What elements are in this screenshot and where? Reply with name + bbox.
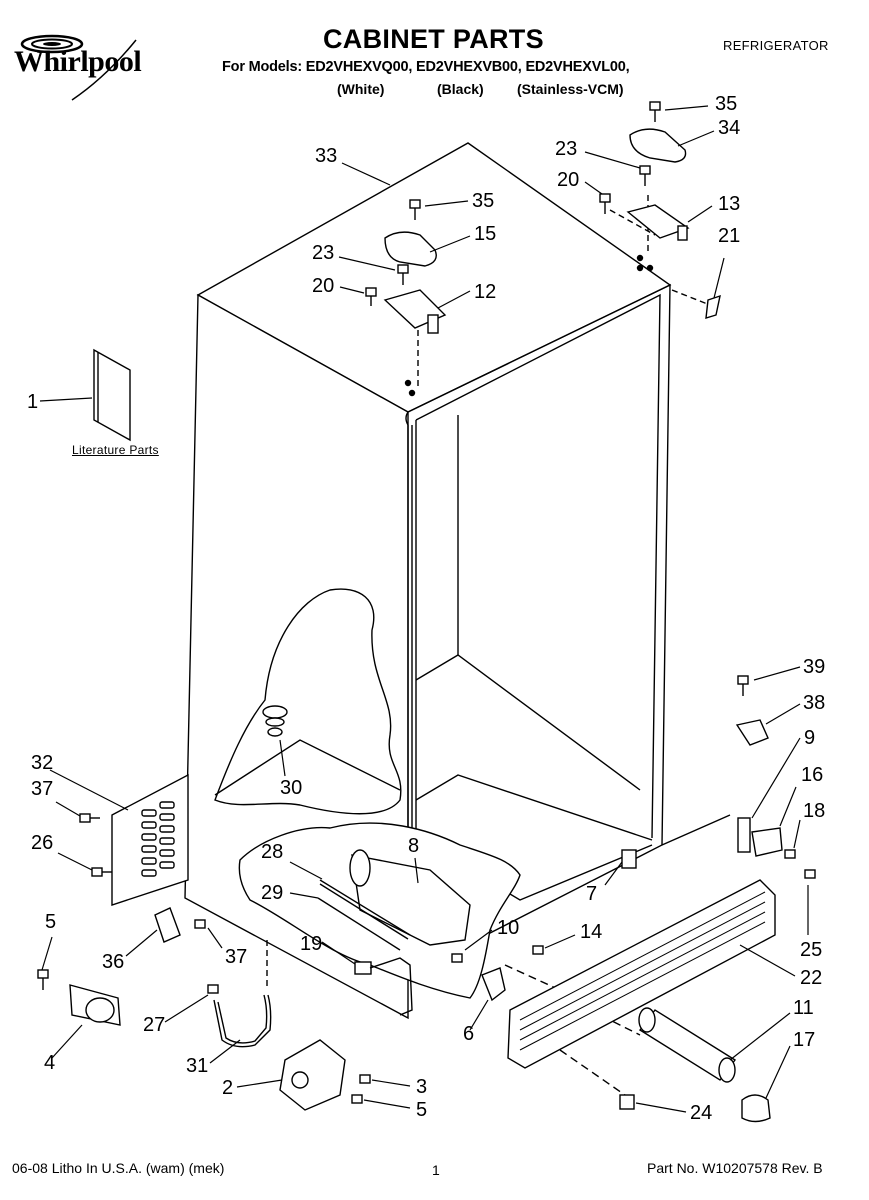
callout-6: 6: [463, 1023, 475, 1045]
bracket-36: [154, 907, 181, 943]
screw-icon: [37, 101, 816, 1104]
callout-37: 37: [225, 946, 248, 968]
callout-5: 5: [45, 911, 57, 933]
callout-3: 3: [416, 1076, 428, 1098]
callout-32: 32: [31, 752, 54, 774]
callout-25: 25: [800, 939, 823, 961]
callout-23: 23: [312, 242, 335, 264]
bracket-9: [737, 817, 751, 853]
callout-22: 22: [800, 967, 823, 989]
filter-cap: [741, 1094, 771, 1123]
callout-18: 18: [803, 800, 826, 822]
cutaway-left: [214, 588, 402, 815]
callout-24: 24: [690, 1102, 713, 1124]
filter-housing: [351, 854, 471, 946]
bracket-7: [621, 849, 637, 869]
page-title: CABINET PARTS: [323, 24, 544, 54]
roller-assembly: [279, 1039, 346, 1111]
callout-7: 7: [586, 883, 598, 905]
variant-stainless: (Stainless-VCM): [517, 81, 624, 97]
callout-16: 16: [801, 764, 824, 786]
bracket-16: [751, 827, 783, 857]
callout-21: 21: [718, 225, 741, 247]
callout-9: 9: [804, 727, 816, 749]
model-list: For Models: ED2VHEXVQ00, ED2VHEXVB00, ED…: [222, 59, 630, 75]
callout-30: 30: [280, 777, 303, 799]
callout-27: 27: [143, 1014, 166, 1036]
bracket-6: [481, 967, 506, 1002]
callout-4: 4: [44, 1052, 56, 1074]
callout-5: 5: [416, 1099, 428, 1121]
callout-15: 15: [474, 223, 497, 245]
callout-34: 34: [718, 117, 741, 139]
callout-28: 28: [261, 841, 284, 863]
callout-20: 20: [312, 275, 335, 297]
hinge-cover-right: [629, 128, 687, 163]
callout-33: 33: [315, 145, 338, 167]
callout-14: 14: [580, 921, 603, 943]
callout-20: 20: [557, 169, 580, 191]
callout-35: 35: [715, 93, 738, 115]
hinge-38: [735, 719, 769, 746]
callout-8: 8: [408, 835, 420, 857]
whirlpool-logo: Whirlpool: [8, 22, 173, 102]
drain-fitting: [262, 705, 288, 719]
water-tube: [213, 994, 272, 1048]
clip-21: [705, 294, 721, 319]
callout-35: 35: [472, 190, 495, 212]
whirlpool-swirl-icon: [20, 34, 137, 101]
callout-1: 1: [27, 391, 39, 413]
product-category: REFRIGERATOR: [723, 38, 829, 53]
variant-white: (White): [337, 81, 385, 97]
callout-38: 38: [803, 692, 826, 714]
callout-19: 19: [300, 933, 323, 955]
literature-booklet: [93, 348, 131, 442]
footer-page-number: 1: [432, 1162, 440, 1178]
brand-wordmark: Whirlpool: [14, 45, 142, 78]
callout-39: 39: [803, 656, 826, 678]
cabinet-front-frame: [407, 283, 671, 976]
callout-2: 2: [222, 1077, 234, 1099]
top-hinge-right: [626, 204, 690, 239]
variant-black: (Black): [437, 81, 484, 97]
footer-part-number: Part No. W10207578 Rev. B: [647, 1160, 823, 1176]
callout-12: 12: [474, 281, 497, 303]
callout-36: 36: [102, 951, 125, 973]
footer-print-info: 06-08 Litho In U.S.A. (wam) (mek): [12, 1160, 225, 1176]
callout-17: 17: [793, 1029, 816, 1051]
clip-24: [619, 1094, 635, 1110]
callout-26: 26: [31, 832, 54, 854]
callout-10: 10: [497, 917, 520, 939]
hinge-cover-left: [384, 231, 437, 267]
callout-31: 31: [186, 1055, 209, 1077]
callout-11: 11: [793, 997, 814, 1019]
callout-29: 29: [261, 882, 284, 904]
callout-23: 23: [555, 138, 578, 160]
callout-37: 37: [31, 778, 54, 800]
callout-13: 13: [718, 193, 741, 215]
literature-parts-label: Literature Parts: [72, 443, 159, 457]
connector-19: [354, 961, 372, 975]
